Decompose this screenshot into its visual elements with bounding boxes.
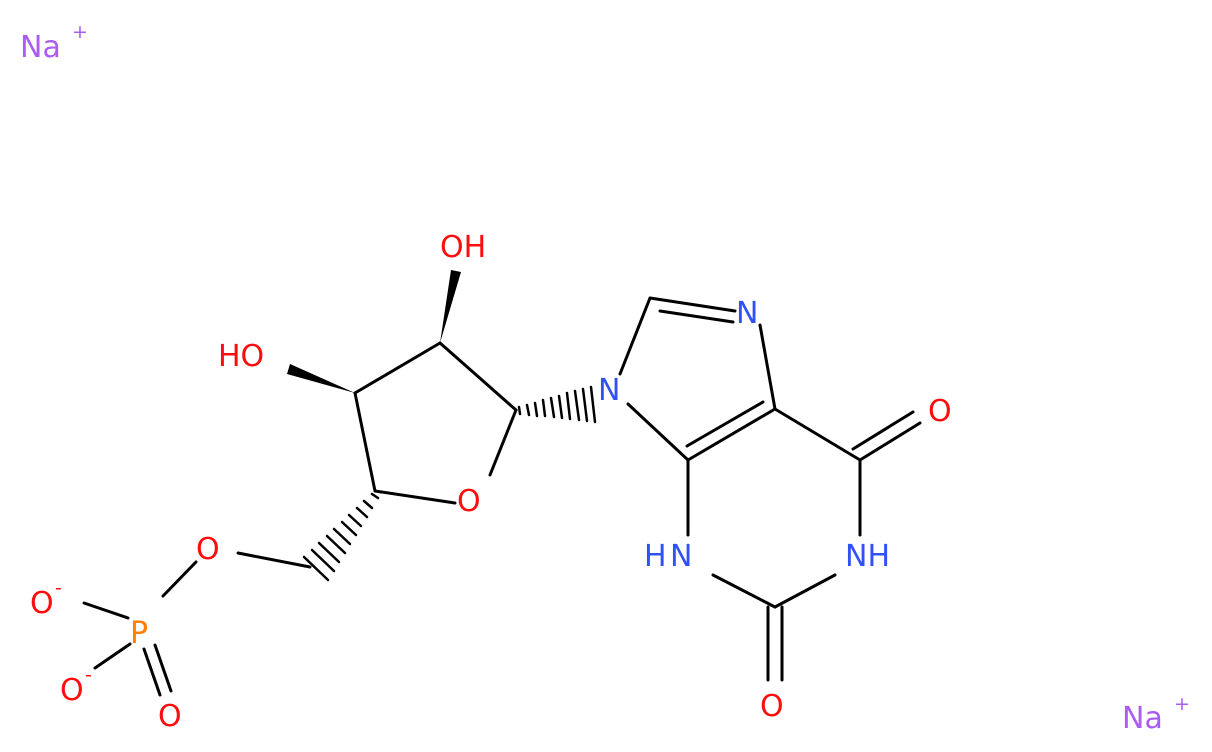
sodium-ion-label-1: Na [20,30,61,65]
atom-labels: Na + Na + OH HO O O P O - O - O N N N H … [20,21,1190,736]
bond-p-o-double-a [142,647,162,697]
bond-n1-c2 [773,573,837,609]
sodium-ion-charge-2: + [1174,693,1190,715]
bond-p-o-double-b [153,643,173,693]
ring-oxygen-label: O [457,484,481,519]
bond-c6-o-b [851,410,915,451]
hydroxyl-top-label: OH [440,230,486,265]
bond-o-ester-p [161,560,198,598]
wedge-c3-ho [287,364,355,393]
nitrogen-7-label: N [736,296,758,331]
bond-c1-c2 [438,341,518,412]
bond-o-ring-c1 [488,408,518,477]
hydroxyl-left-label: HO [218,339,264,374]
stereo-bonds [287,270,597,582]
sodium-ion-label-2: Na [1122,701,1163,736]
ester-oxygen-label: O [196,532,220,567]
bond-c8-n7-a [648,296,737,313]
bond-n9-c8 [618,296,652,376]
phosphate-oxygen-double: O [158,699,182,734]
bond-c2-n3 [711,573,777,609]
nitrogen-9-label: N [598,373,620,408]
carbonyl-oxygen-c6: O [928,394,952,429]
carbonyl-oxygen-c2: O [760,689,784,724]
bond-c4-n9 [626,402,690,462]
phosphate-oxygen-minus-1: O [30,586,54,621]
phosphate-oxygen-minus-2: O [60,673,84,708]
wedge-c2-oh [440,270,461,343]
bond-c5-c4-b [685,400,765,448]
phosphate-oxygen-minus-1-charge: - [55,577,62,599]
bond-p-o-minus-1 [82,601,130,620]
bond-ch2-o-ester [236,551,312,569]
bond-c5-c4-a [686,407,777,462]
bond-n7-c5 [758,323,777,411]
bond-c8-n7-b [658,309,735,324]
bond-p-o-minus-2 [93,642,132,670]
nitrogen-1-label: NH [845,539,890,574]
hash-c1-n9 [517,385,597,424]
bond-c6-o-a [858,421,922,462]
bond-c4-o-ring [373,489,457,505]
phosphorus-label: P [130,616,148,651]
bond-c2-c3 [353,341,442,395]
bond-c5-c6 [773,407,862,462]
nitrogen-3-hydrogen-label: H [644,539,667,574]
nitrogen-3-label: N [670,539,692,574]
bonds [82,296,922,697]
sodium-ion-charge-1: + [72,21,88,43]
bond-c3-c4 [353,391,377,493]
hash-c4-ch2 [302,492,380,582]
phosphate-oxygen-minus-2-charge: - [85,664,92,686]
